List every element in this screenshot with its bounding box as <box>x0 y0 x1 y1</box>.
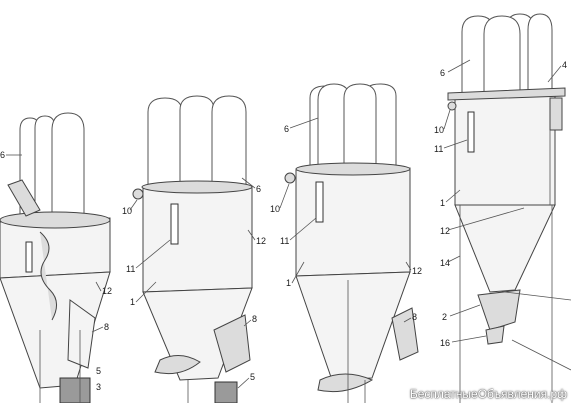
unit1-top-plate <box>0 211 111 229</box>
unit4-top-frame <box>447 87 566 101</box>
unit3-inlet-port <box>284 172 296 184</box>
label-u1-12: 12 <box>102 286 112 296</box>
unit2-top-plate <box>141 180 253 194</box>
unit3-filter-sleeve <box>343 83 377 171</box>
unit4-inlet-port <box>447 101 457 111</box>
unit2-filter-sleeve <box>147 97 183 189</box>
watermark: БесплатныеОбъявления.рф <box>409 387 567 401</box>
label-u4-14: 14 <box>440 258 450 268</box>
label-u4-11: 11 <box>434 144 443 154</box>
unit3-auger <box>391 307 419 361</box>
label-u1-3: 3 <box>96 382 101 392</box>
label-u4-2: 2 <box>442 312 447 322</box>
unit2-screw-base <box>154 355 201 375</box>
label-u3-10: 10 <box>270 204 280 214</box>
unit1-inlet-chute <box>7 179 41 217</box>
unit3-screw-base <box>317 373 374 393</box>
label-u3-11: 11 <box>280 236 289 246</box>
label-u2-12: 12 <box>256 236 266 246</box>
unit2-cylinder <box>142 185 253 293</box>
unit-2 <box>132 95 253 403</box>
unit1-slot <box>25 241 33 273</box>
label-u2-10: 10 <box>122 206 132 216</box>
label-u4-16: 16 <box>440 338 450 348</box>
label-u2-11: 11 <box>126 264 135 274</box>
label-u2-8: 8 <box>252 314 257 324</box>
unit-4 <box>447 13 571 403</box>
label-u1-6: 6 <box>0 150 5 160</box>
unit-3-labels: 6 10 11 12 1 8 <box>270 117 422 323</box>
unit3-cylinder <box>295 167 411 277</box>
label-u1-5: 5 <box>96 366 101 376</box>
label-u4-10: 10 <box>434 125 444 135</box>
label-u2-5: 5 <box>250 372 255 382</box>
unit1-auger <box>67 299 96 369</box>
label-u3-12: 12 <box>412 266 422 276</box>
unit-2-labels: 10 6 11 12 1 8 5 <box>122 177 266 389</box>
unit4-slot <box>467 111 475 153</box>
unit4-valve <box>549 97 563 131</box>
unit-1-labels: 6 8 12 3 5 <box>0 150 112 392</box>
unit4-filter-sleeve <box>483 15 521 103</box>
unit2-auger <box>213 314 251 373</box>
unit3-cone <box>295 271 411 381</box>
unit2-slot <box>170 203 179 245</box>
unit-3 <box>284 83 419 403</box>
label-u2-1: 1 <box>130 297 135 307</box>
unit2-filter-sleeve <box>179 95 215 191</box>
label-u2-6: 6 <box>256 184 261 194</box>
label-u4-12: 12 <box>440 226 450 236</box>
unit1-screw <box>39 231 57 321</box>
label-u3-8: 8 <box>412 312 417 322</box>
label-u4-6: 6 <box>440 68 445 78</box>
unit4-outlet <box>477 289 521 331</box>
label-u4-4: 4 <box>562 60 567 70</box>
label-u1-8: 8 <box>104 322 109 332</box>
unit2-motor <box>214 381 238 403</box>
label-u3-6: 6 <box>284 124 289 134</box>
unit1-motor <box>59 377 91 403</box>
unit2-filter-sleeve <box>211 95 247 191</box>
label-u4-1: 1 <box>440 198 445 208</box>
unit2-inlet-port <box>132 188 144 200</box>
unit4-cone <box>454 204 556 293</box>
label-u3-1: 1 <box>286 278 291 288</box>
unit3-top-plate <box>295 162 411 176</box>
unit-1 <box>0 112 111 403</box>
unit4-discharge <box>485 325 505 345</box>
unit1-filter-sleeve <box>51 112 85 223</box>
unit3-slot <box>315 181 324 223</box>
unit-4-labels: 6 4 10 11 1 12 14 2 16 <box>434 59 567 348</box>
unit4-filter-sleeve <box>527 13 553 99</box>
